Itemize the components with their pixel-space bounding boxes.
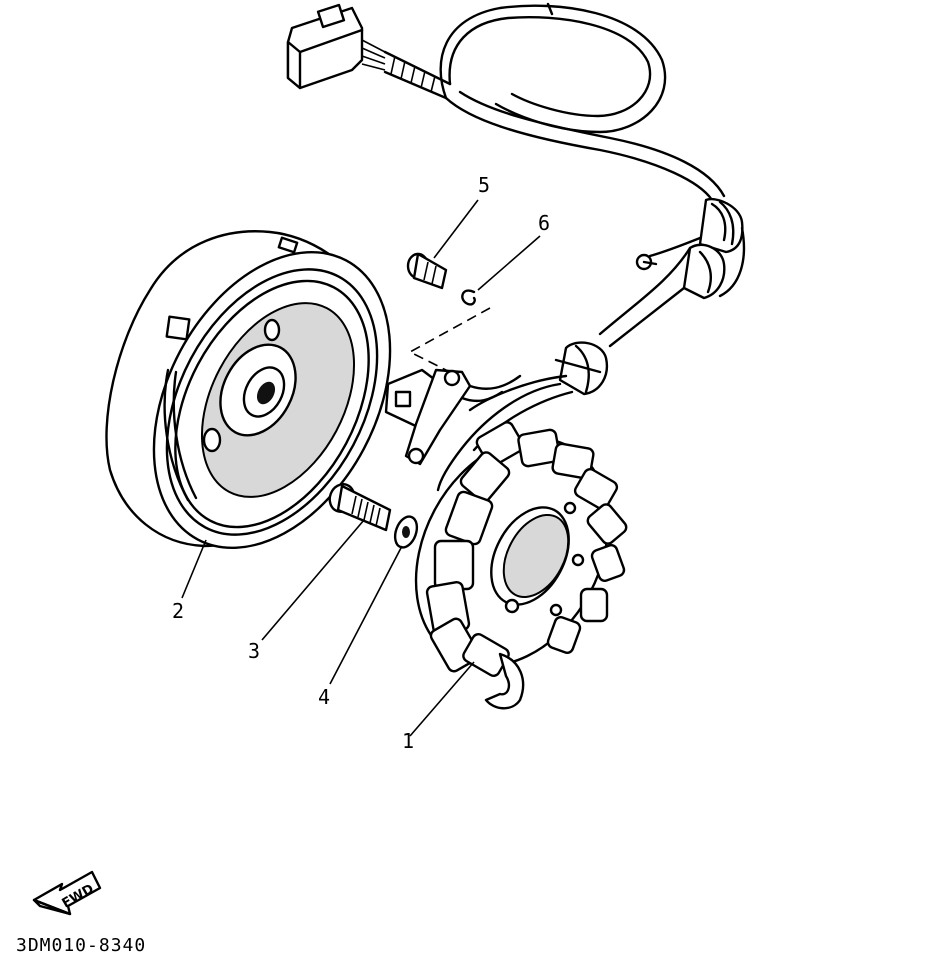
- fwd-direction-arrow: FWD: [32, 870, 102, 916]
- cable-grommet-upper: [698, 197, 744, 254]
- washer-6: [461, 289, 476, 306]
- cable-tape-wrap: [390, 55, 436, 93]
- drawing-code: 3DM010-8340: [16, 935, 146, 954]
- callout-4: 4: [318, 685, 330, 709]
- alignment-dashes: [408, 307, 491, 373]
- callout-5: 5: [478, 173, 490, 197]
- callout-1: 1: [402, 729, 414, 753]
- callout-6: 6: [538, 211, 550, 235]
- stator-bolt: [328, 483, 392, 532]
- stator-assembly: [414, 421, 628, 710]
- washer-4: [393, 515, 419, 549]
- callout-2: 2: [172, 599, 184, 623]
- ground-terminal: [635, 236, 702, 271]
- callout-3: 3: [248, 639, 260, 663]
- rotor-flywheel: [105, 230, 392, 550]
- harness-connector: [286, 3, 386, 90]
- rotor-hub: [219, 343, 297, 437]
- wire-harness: [286, 2, 746, 492]
- pickup-coil-sensor: [384, 368, 522, 466]
- stator-teeth: [425, 421, 628, 677]
- cable-grommet-lower: [554, 341, 609, 396]
- cable-grommet-middle: [682, 243, 726, 300]
- sensor-screw: [406, 252, 448, 290]
- leader-lines: [181, 199, 541, 737]
